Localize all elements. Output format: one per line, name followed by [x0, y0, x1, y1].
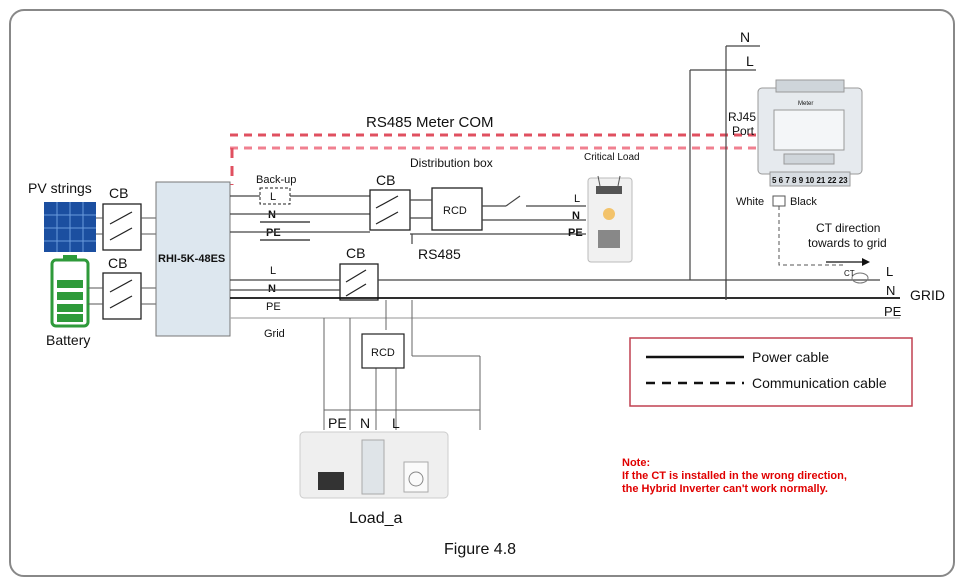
critical-l-label: L [574, 193, 580, 205]
router-icon [596, 175, 622, 194]
note-title: Note: [622, 457, 650, 469]
cb-backup-switches [375, 195, 399, 225]
cb-backup-label: CB [376, 172, 395, 188]
cb-grid-box [339, 263, 379, 301]
ct-label: CT [844, 269, 855, 278]
backup-n-label: N [268, 209, 276, 221]
backup-l-label: L [270, 191, 276, 203]
load-n-label: N [360, 415, 370, 431]
rcd-load-label: RCD [371, 347, 395, 359]
load-pe-label: PE [328, 415, 347, 431]
pv-strings-label: PV strings [28, 180, 92, 196]
legend-power-label: Power cable [752, 349, 829, 365]
port-label: Port [732, 124, 755, 138]
rcd-backup-box [431, 187, 483, 231]
rcd-load-box [361, 333, 405, 369]
diagram-frame [9, 9, 955, 577]
inverter-box [155, 181, 231, 337]
legend-comm-label: Communication cable [752, 375, 887, 391]
pv-panel-icon [44, 202, 96, 252]
meter-n-label: N [740, 29, 750, 45]
ct-direction-line2: towards to grid [808, 236, 887, 250]
computer-icon [598, 230, 620, 248]
cb-pv-label: CB [109, 185, 128, 201]
energy-meter [757, 79, 863, 187]
rs485-comm-line [230, 133, 760, 185]
backup-ac-wires [230, 195, 370, 241]
cb-battery-box [102, 272, 142, 320]
critical-n-label: N [572, 210, 580, 222]
inverter-label: RHI-5K-48ES [158, 253, 225, 265]
grid-pe-label: PE [884, 304, 902, 319]
battery-label: Battery [46, 332, 90, 348]
tv-icon [318, 472, 344, 490]
grid-port-label: Grid [264, 328, 285, 340]
dc-wires [88, 217, 156, 305]
distribution-box-label: Distribution box [410, 156, 493, 170]
backup-label: Back-up [256, 174, 296, 186]
washer-icon [403, 461, 429, 493]
grid-l-label: L [886, 264, 893, 279]
load-a-label: Load_a [349, 510, 402, 527]
backup-pe-label: PE [266, 227, 281, 239]
ct-clamp-icon [851, 272, 869, 284]
load-feed-wires [323, 300, 481, 430]
cb-pv-switches [109, 211, 133, 241]
cb-grid-label: CB [346, 245, 365, 261]
grid-port-n-label: N [268, 283, 276, 295]
grid-port-pe-label: PE [266, 301, 281, 313]
washer-door-icon [408, 471, 424, 487]
note-line1: If the CT is installed in the wrong dire… [622, 470, 847, 482]
lightbulb-icon [603, 208, 615, 220]
backup-to-critical-wires [410, 195, 586, 244]
grid-port-l-label: L [270, 265, 276, 277]
ct-direction-line1: CT direction [816, 221, 880, 235]
rs485-label: RS485 [418, 246, 461, 262]
legend-box [629, 337, 913, 407]
rs485-meter-com-title: RS485 Meter COM [366, 114, 494, 131]
white-wire-label: White [736, 196, 764, 208]
rj45-label: RJ45 [728, 110, 756, 124]
grid-n-label: N [886, 283, 895, 298]
grid-ac-wires [230, 45, 900, 319]
figure-caption: Figure 4.8 [444, 541, 516, 558]
rcd-backup-label: RCD [443, 205, 467, 217]
load-l-label: L [392, 415, 400, 431]
note-line2: the Hybrid Inverter can't work normally. [622, 483, 828, 495]
critical-pe-label: PE [568, 227, 583, 239]
meter-brand-label: Meter [798, 101, 813, 107]
cb-battery-label: CB [108, 255, 127, 271]
meter-terminals-label: 5 6 7 8 9 10 21 22 23 [772, 176, 848, 185]
cb-battery-switches [109, 279, 133, 309]
ct-signal-cable [778, 206, 845, 266]
fridge-icon [361, 439, 385, 495]
cb-grid-switches [345, 269, 367, 297]
black-wire-label: Black [790, 196, 817, 208]
cb-pv-box [102, 203, 142, 251]
meter-l-label: L [746, 53, 754, 69]
ct-connector [772, 195, 786, 207]
ct-arrowhead-icon [862, 258, 870, 266]
grid-label: GRID [910, 287, 945, 303]
critical-load-label: Critical Load [584, 152, 640, 163]
battery-icon [50, 255, 90, 328]
